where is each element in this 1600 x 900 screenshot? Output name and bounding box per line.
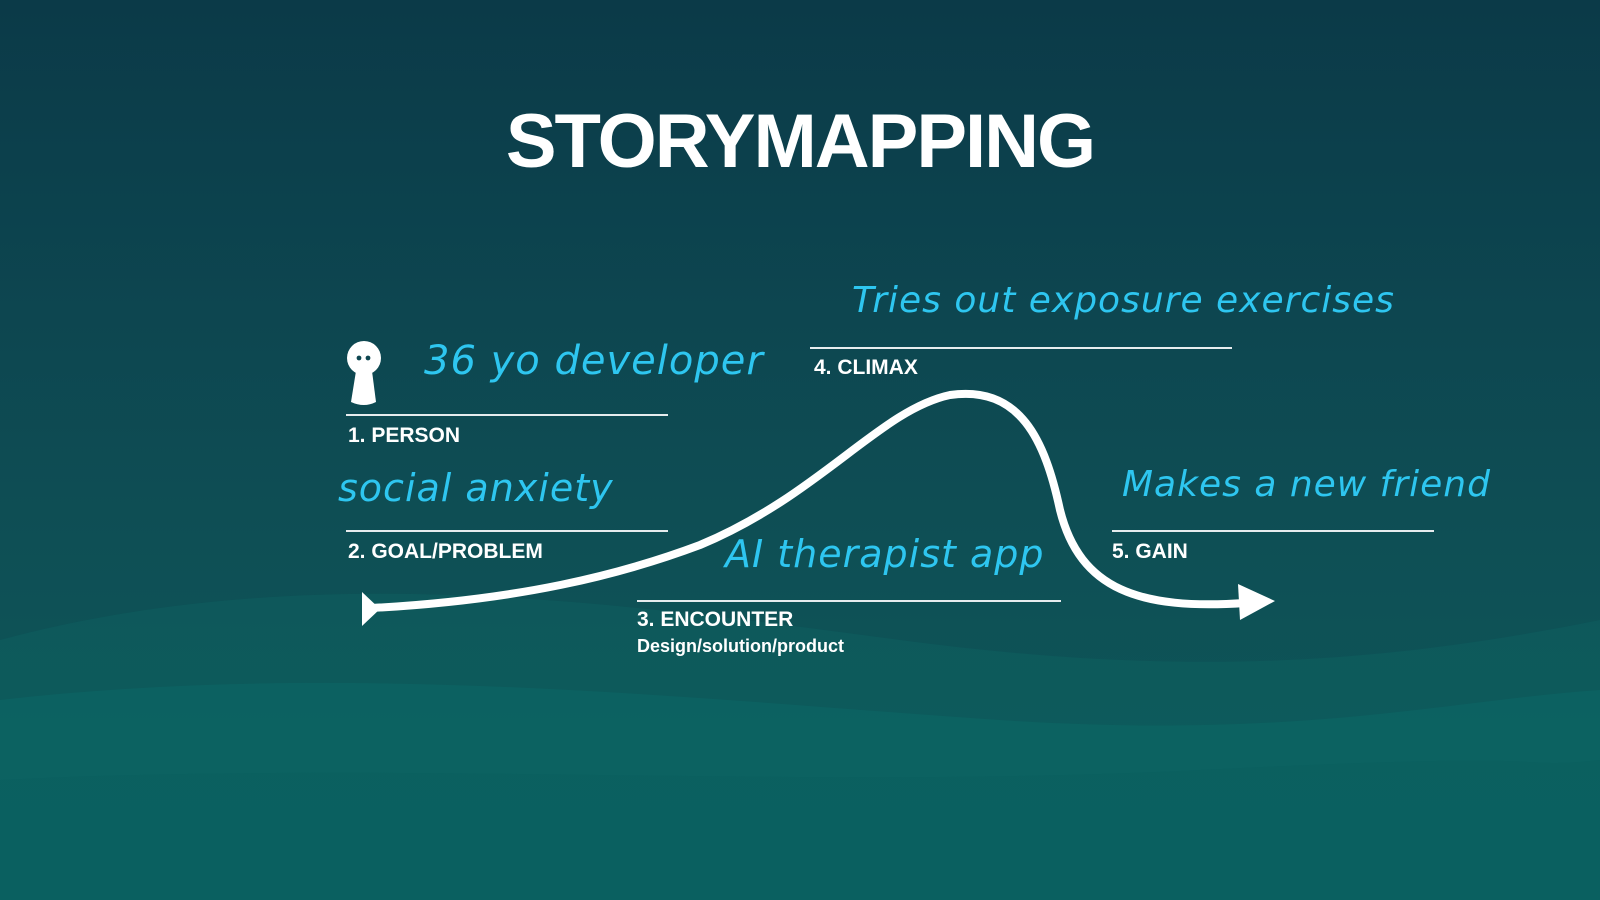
encounter-divider xyxy=(637,600,1061,602)
curve-end-arrowhead xyxy=(1238,584,1275,620)
climax-label: 4. CLIMAX xyxy=(814,356,918,379)
climax-note: Tries out exposure exercises xyxy=(852,280,1395,321)
climax-divider xyxy=(810,347,1232,349)
curve-start-marker xyxy=(362,592,380,626)
encounter-sublabel: Design/solution/product xyxy=(637,636,844,656)
goal-note: social anxiety xyxy=(338,466,614,510)
gain-label: 5. GAIN xyxy=(1112,540,1188,563)
person-figure-icon xyxy=(347,341,381,405)
gain-divider xyxy=(1112,530,1434,532)
person-divider xyxy=(346,414,668,416)
goal-divider xyxy=(346,530,668,532)
encounter-note: AI therapist app xyxy=(725,532,1045,576)
page-title: STORYMAPPING xyxy=(505,99,1096,184)
encounter-label: 3. ENCOUNTER xyxy=(637,608,794,631)
person-note: 36 yo developer xyxy=(424,338,764,384)
person-label: 1. PERSON xyxy=(348,424,461,447)
gain-note: Makes a new friend xyxy=(1122,464,1491,505)
goal-label: 2. GOAL/PROBLEM xyxy=(348,540,543,563)
